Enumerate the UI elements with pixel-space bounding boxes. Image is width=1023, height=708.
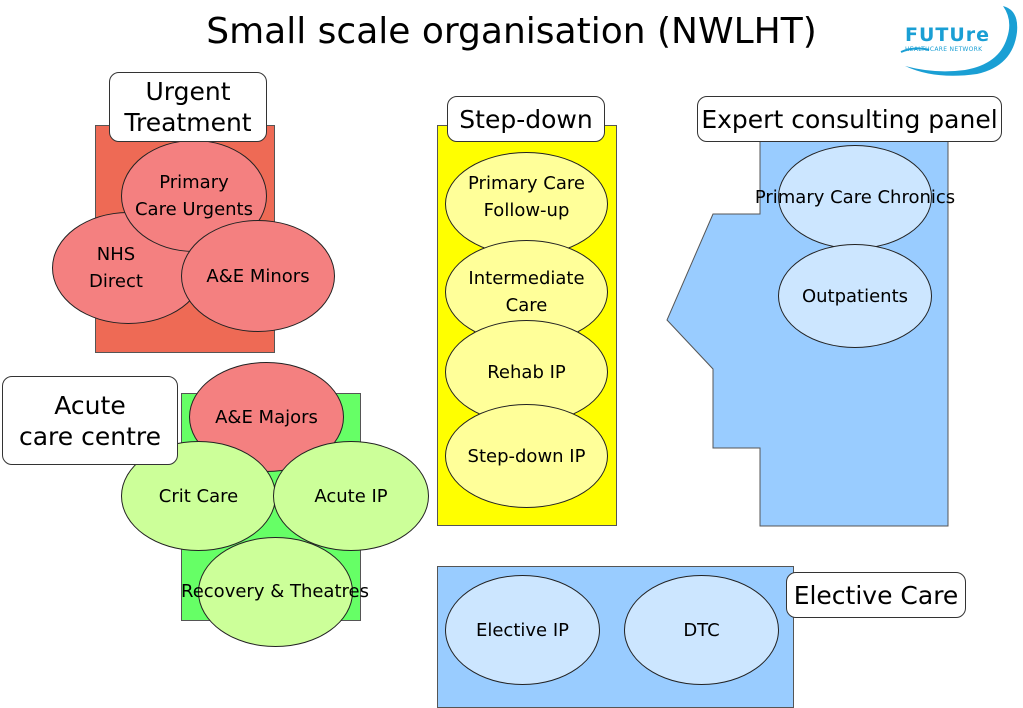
expert-consulting-panel-label: Expert consulting panel — [697, 96, 1002, 142]
logo-swoosh-icon — [900, 6, 1018, 76]
ae-minors-oval: A&E Minors — [181, 220, 335, 332]
crit-care-oval: Crit Care — [121, 441, 276, 551]
primary-care-follow-up-oval: Primary Care Follow-up — [445, 152, 608, 256]
logo-subtitle: HEALTHCARE NETWORK — [905, 46, 983, 53]
page-title: Small scale organisation (NWLHT) — [206, 11, 817, 52]
outpatients-oval: Outpatients — [778, 244, 932, 348]
urgent-treatment-label: Urgent Treatment — [109, 72, 267, 142]
dtc-oval: DTC — [624, 575, 779, 685]
step-down-ip-oval: Step-down IP — [445, 404, 608, 508]
acute-ip-oval: Acute IP — [273, 441, 429, 551]
recovery-theatres-label: Recovery & Theatres — [181, 581, 369, 602]
future-healthcare-network-logo: FUTUre HEALTHCARE NETWORK — [895, 4, 1020, 82]
step-down-label: Step-down — [447, 96, 605, 142]
primary-care-chronics-label: Primary Care Chronics — [754, 187, 956, 208]
recovery-theatres-oval — [198, 537, 353, 647]
elective-care-label: Elective Care — [786, 572, 966, 618]
logo-wordmark: FUTUre — [905, 24, 991, 46]
elective-ip-oval: Elective IP — [445, 575, 600, 685]
primary-care-chronics-oval — [778, 145, 932, 249]
primary-care-urgents-oval: Primary Care Urgents — [121, 140, 267, 252]
acute-care-centre-label: Acute care centre — [2, 376, 178, 465]
